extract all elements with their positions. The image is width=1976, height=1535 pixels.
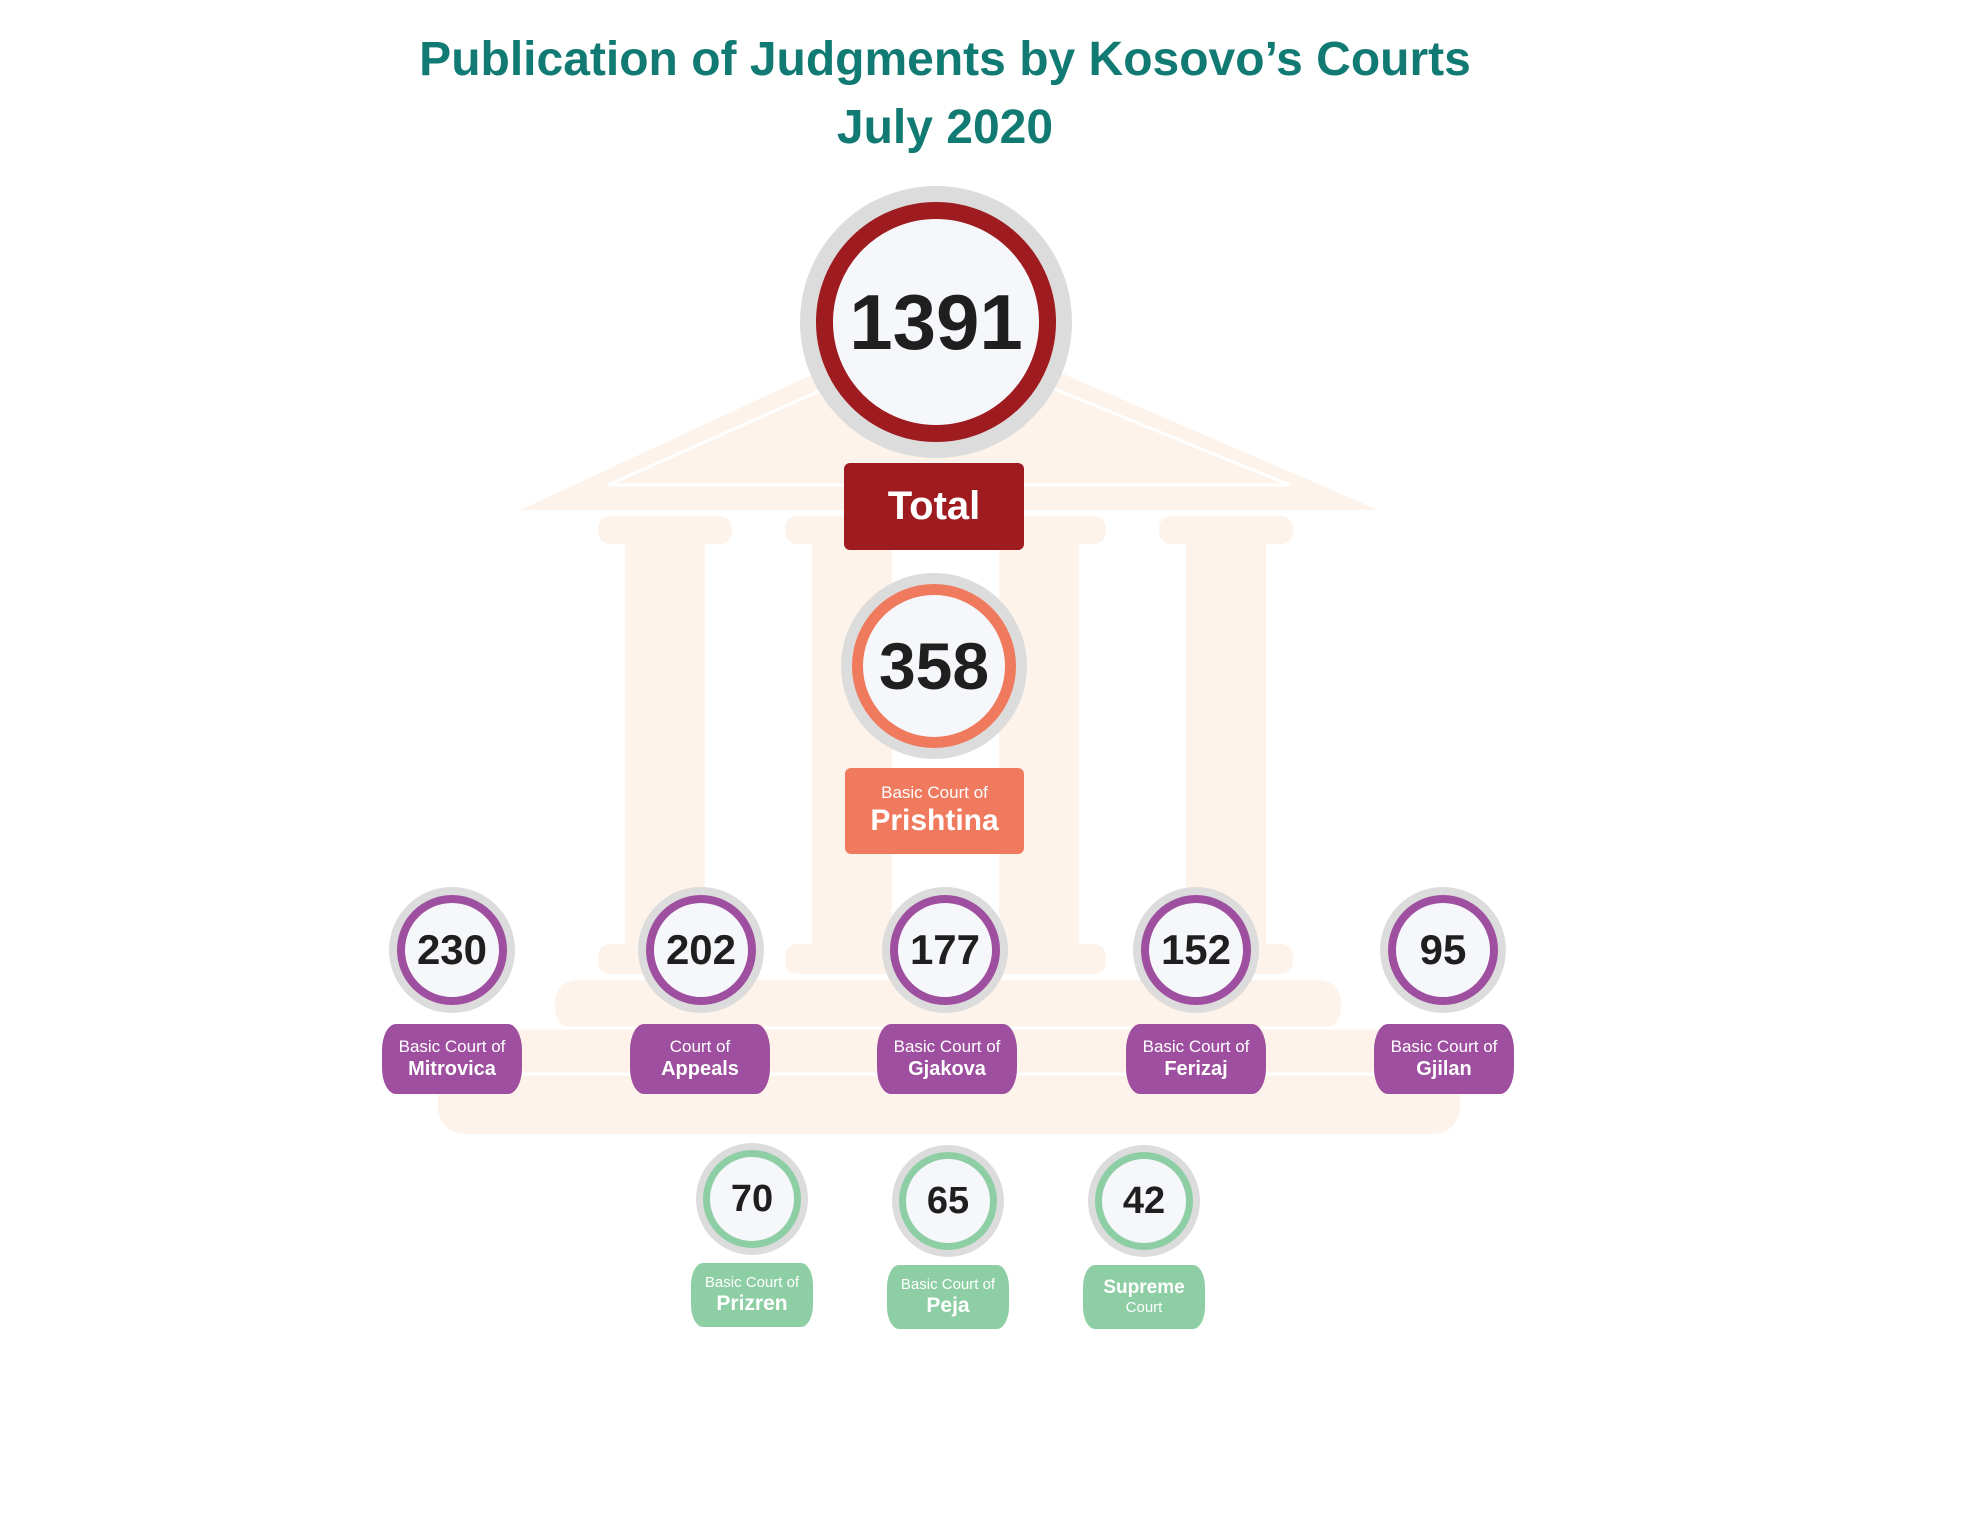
page-subtitle: July 2020 <box>836 101 1054 154</box>
supreme-count: 42 <box>1095 1152 1193 1250</box>
mitrovica-count: 230 <box>397 895 507 1005</box>
gjakova-count: 177 <box>890 895 1000 1005</box>
page-title: Publication of Judgments by Kosovo’s Cou… <box>419 33 1471 86</box>
column-1 <box>625 544 705 944</box>
column-3 <box>999 544 1079 944</box>
column-capital-1 <box>598 516 732 544</box>
supreme-label-small: Court <box>1125 1299 1163 1316</box>
prishtina-label-small: Basic Court of <box>881 783 988 802</box>
prishtina-count: 358 <box>852 584 1016 748</box>
gjilan-label: Basic Court of Gjilan <box>1374 1024 1514 1094</box>
gjilan-count: 95 <box>1388 895 1498 1005</box>
ferizaj-count: 152 <box>1141 895 1251 1005</box>
ferizaj-label-small: Basic Court of <box>1142 1037 1250 1056</box>
mitrovica-label-big: Mitrovica <box>408 1058 496 1080</box>
total-count: 1391 <box>816 202 1056 442</box>
peja-label-big: Peja <box>926 1294 970 1317</box>
prizren-count: 70 <box>703 1150 801 1248</box>
appeals-label-small: Court of <box>669 1037 731 1056</box>
gjilan-label-small: Basic Court of <box>1390 1037 1498 1056</box>
supreme-label-big: Supreme <box>1103 1277 1185 1298</box>
appeals-label-big: Appeals <box>661 1058 739 1080</box>
appeals-label: Court of Appeals <box>630 1024 770 1094</box>
prizren-label-small: Basic Court of <box>704 1274 800 1291</box>
prizren-label: Basic Court of Prizren <box>691 1263 813 1327</box>
prishtina-label-big: Prishtina <box>870 804 999 837</box>
gjakova-label-big: Gjakova <box>908 1058 986 1080</box>
total-label: Total <box>844 463 1024 550</box>
mitrovica-label: Basic Court of Mitrovica <box>382 1024 522 1094</box>
appeals-count: 202 <box>646 895 756 1005</box>
peja-count: 65 <box>899 1152 997 1250</box>
ferizaj-label-big: Ferizaj <box>1164 1058 1228 1080</box>
supreme-label: Supreme Court <box>1083 1265 1205 1329</box>
ferizaj-label: Basic Court of Ferizaj <box>1126 1024 1266 1094</box>
column-capital-4 <box>1159 516 1293 544</box>
peja-label: Basic Court of Peja <box>887 1265 1009 1329</box>
prishtina-label: Basic Court of Prishtina <box>845 768 1024 854</box>
column-4 <box>1186 544 1266 944</box>
mitrovica-label-small: Basic Court of <box>398 1037 506 1056</box>
gjakova-label: Basic Court of Gjakova <box>877 1024 1017 1094</box>
prizren-label-big: Prizren <box>716 1292 788 1315</box>
peja-label-small: Basic Court of <box>900 1276 996 1293</box>
gjilan-label-big: Gjilan <box>1416 1058 1472 1080</box>
gjakova-label-small: Basic Court of <box>893 1037 1001 1056</box>
